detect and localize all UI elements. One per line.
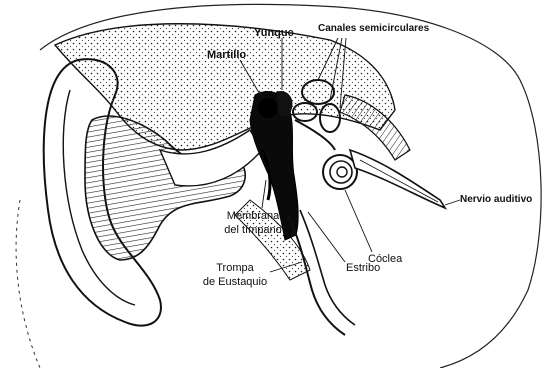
label-nervio: Nervio auditivo [460, 193, 532, 206]
leader-estribo [308, 212, 345, 262]
vestibule [295, 120, 335, 150]
label-martillo: Martillo [207, 49, 246, 62]
label-membrana-line1: Membrana [218, 210, 288, 223]
leader-nervio [445, 200, 460, 205]
label-membrana-line2: del tímpano [218, 224, 288, 237]
leader-coclea [345, 190, 372, 252]
label-estribo: Estribo [346, 262, 380, 275]
malleus-head [258, 98, 278, 118]
label-trompa-line2: de Eustaquio [195, 276, 275, 289]
leader-membrana [262, 180, 266, 208]
label-yunque: Yunque [254, 27, 294, 40]
label-canales: Canales semicirculares [318, 22, 429, 35]
neck-line [16, 200, 40, 368]
label-trompa-line1: Trompa [195, 262, 275, 275]
